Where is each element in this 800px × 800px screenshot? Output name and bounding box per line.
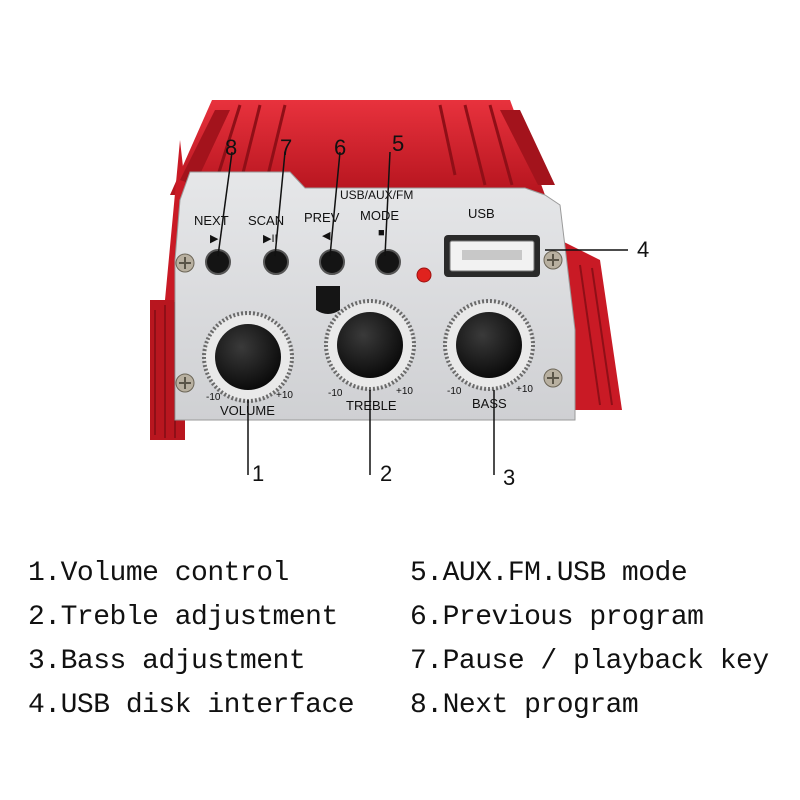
callout-5: 5: [392, 131, 405, 156]
usb-label: USB: [468, 206, 495, 221]
screw-icon: [175, 253, 195, 273]
legend-item-1: 1.Volume control: [28, 558, 289, 589]
callout-3: 3: [503, 465, 516, 490]
stop-icon: ■: [378, 227, 385, 239]
next-button[interactable]: [205, 249, 231, 275]
legend-item-6: 6.Previous program: [410, 602, 704, 633]
treble-min: -10: [328, 388, 343, 399]
treble-label: TREBLE: [346, 398, 397, 413]
usb-port[interactable]: [444, 235, 540, 277]
play-pause-icon: ▶II: [263, 233, 278, 245]
amplifier-illustration: [120, 100, 628, 475]
next-label: NEXT: [194, 213, 229, 228]
callout-7: 7: [280, 135, 293, 160]
callout-lines: [217, 151, 628, 475]
callout-1: 1: [252, 461, 265, 486]
mode-button[interactable]: [375, 249, 401, 275]
callout-4: 4: [637, 237, 650, 262]
volume-max: +10: [276, 390, 293, 401]
red-housing: [120, 100, 622, 440]
power-led: [416, 267, 432, 283]
screw-icon: [175, 373, 195, 393]
volume-label: VOLUME: [220, 403, 275, 418]
legend-item-3: 3.Bass adjustment: [28, 646, 306, 677]
callout-6: 6: [334, 135, 347, 160]
legend-item-7: 7.Pause / playback key: [410, 646, 769, 677]
bass-label: BASS: [472, 396, 507, 411]
prev-label: PREV: [304, 210, 340, 225]
volume-min: -10: [206, 392, 221, 403]
mode-label: MODE: [360, 208, 399, 223]
volume-knob[interactable]: [202, 311, 294, 403]
legend-item-8: 8.Next program: [410, 690, 639, 721]
bass-knob[interactable]: [443, 299, 535, 391]
callout-2: 2: [380, 461, 393, 486]
ir-sensor-window: [316, 286, 340, 314]
legend-item-4: 4.USB disk interface: [28, 690, 355, 721]
mode-caption: USB/AUX/FM: [340, 188, 414, 202]
screw-icon: [543, 368, 563, 388]
reverse-icon: ◀: [322, 230, 331, 242]
screw-icon: [543, 250, 563, 270]
legend-item-2: 2.Treble adjustment: [28, 602, 338, 633]
prev-button[interactable]: [319, 249, 345, 275]
legend-item-5: 5.AUX.FM.USB mode: [410, 558, 688, 589]
bass-min: -10: [447, 386, 462, 397]
callout-8: 8: [225, 135, 238, 160]
scan-button[interactable]: [263, 249, 289, 275]
bass-max: +10: [516, 384, 533, 395]
treble-max: +10: [396, 386, 413, 397]
scan-label: SCAN: [248, 213, 285, 228]
play-icon: ▶: [210, 233, 219, 245]
treble-knob[interactable]: [324, 299, 416, 391]
